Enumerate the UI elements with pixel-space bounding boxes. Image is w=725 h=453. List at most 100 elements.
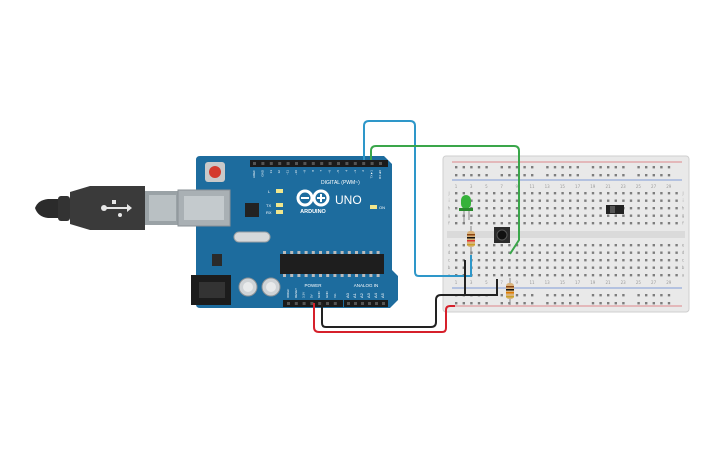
digital-pin-hole[interactable] — [320, 162, 324, 165]
terminal-hole[interactable] — [660, 199, 663, 202]
rail-hole[interactable] — [614, 294, 617, 297]
rail-hole[interactable] — [645, 294, 648, 297]
terminal-hole[interactable] — [531, 222, 534, 225]
terminal-hole[interactable] — [645, 244, 648, 247]
terminal-hole[interactable] — [576, 222, 579, 225]
power-pin-hole[interactable] — [318, 302, 322, 305]
terminal-hole[interactable] — [493, 222, 496, 225]
terminal-hole[interactable] — [622, 192, 625, 195]
terminal-hole[interactable] — [607, 266, 610, 269]
terminal-hole[interactable] — [652, 244, 655, 247]
terminal-hole[interactable] — [455, 222, 458, 225]
tilt-sensor[interactable] — [606, 205, 624, 214]
terminal-hole[interactable] — [515, 214, 519, 217]
terminal-hole[interactable] — [515, 207, 519, 210]
terminal-hole[interactable] — [538, 259, 541, 262]
terminal-hole[interactable] — [652, 251, 655, 254]
terminal-hole[interactable] — [485, 214, 488, 217]
terminal-hole[interactable] — [531, 274, 534, 277]
terminal-hole[interactable] — [531, 244, 534, 247]
terminal-hole[interactable] — [584, 266, 587, 269]
terminal-hole[interactable] — [553, 266, 557, 269]
rail-hole[interactable] — [576, 294, 579, 297]
rail-hole[interactable] — [553, 174, 557, 177]
rail-hole[interactable] — [455, 302, 458, 305]
terminal-hole[interactable] — [508, 266, 511, 269]
terminal-hole[interactable] — [553, 192, 557, 195]
terminal-hole[interactable] — [500, 274, 503, 277]
terminal-hole[interactable] — [576, 251, 579, 254]
terminal-hole[interactable] — [652, 192, 655, 195]
terminal-hole[interactable] — [561, 244, 564, 247]
digital-pin-hole[interactable] — [295, 162, 298, 165]
terminal-hole[interactable] — [546, 192, 549, 195]
rail-hole[interactable] — [569, 174, 572, 177]
power-pin-hole[interactable] — [310, 302, 314, 305]
rail-hole[interactable] — [591, 166, 595, 169]
terminal-hole[interactable] — [614, 222, 617, 225]
rail-hole[interactable] — [645, 174, 648, 177]
terminal-hole[interactable] — [546, 207, 549, 210]
terminal-hole[interactable] — [485, 199, 488, 202]
terminal-hole[interactable] — [637, 214, 640, 217]
terminal-hole[interactable] — [569, 222, 572, 225]
terminal-hole[interactable] — [622, 259, 625, 262]
rail-hole[interactable] — [470, 166, 473, 169]
rail-hole[interactable] — [569, 294, 572, 297]
terminal-hole[interactable] — [607, 259, 610, 262]
rail-hole[interactable] — [561, 294, 564, 297]
rail-hole[interactable] — [591, 294, 595, 297]
terminal-hole[interactable] — [569, 274, 572, 277]
terminal-hole[interactable] — [523, 214, 526, 217]
digital-pin-hole[interactable] — [253, 162, 256, 165]
terminal-hole[interactable] — [553, 274, 557, 277]
terminal-hole[interactable] — [477, 259, 481, 262]
rail-hole[interactable] — [546, 166, 549, 169]
terminal-hole[interactable] — [652, 207, 655, 210]
terminal-hole[interactable] — [584, 192, 587, 195]
rail-hole[interactable] — [576, 166, 579, 169]
terminal-hole[interactable] — [538, 266, 541, 269]
terminal-hole[interactable] — [599, 222, 602, 225]
rail-hole[interactable] — [531, 166, 534, 169]
terminal-hole[interactable] — [477, 274, 481, 277]
terminal-hole[interactable] — [508, 274, 511, 277]
terminal-hole[interactable] — [477, 266, 481, 269]
terminal-hole[interactable] — [508, 259, 511, 262]
terminal-hole[interactable] — [477, 214, 481, 217]
terminal-hole[interactable] — [660, 207, 663, 210]
rail-hole[interactable] — [599, 294, 602, 297]
terminal-hole[interactable] — [485, 192, 488, 195]
terminal-hole[interactable] — [645, 222, 648, 225]
terminal-hole[interactable] — [553, 207, 557, 210]
terminal-hole[interactable] — [462, 192, 465, 195]
terminal-hole[interactable] — [614, 259, 617, 262]
terminal-hole[interactable] — [531, 259, 534, 262]
terminal-hole[interactable] — [622, 214, 625, 217]
terminal-hole[interactable] — [629, 199, 633, 202]
arduino-uno-board[interactable]: ARDUINO UNO DIGITAL (PWM~) L TX RX ON AR… — [177, 156, 398, 308]
terminal-hole[interactable] — [508, 214, 511, 217]
rail-hole[interactable] — [569, 302, 572, 305]
terminal-hole[interactable] — [531, 266, 534, 269]
terminal-hole[interactable] — [599, 214, 602, 217]
rail-hole[interactable] — [553, 166, 557, 169]
terminal-hole[interactable] — [660, 244, 663, 247]
terminal-hole[interactable] — [500, 192, 503, 195]
terminal-hole[interactable] — [493, 244, 496, 247]
rail-hole[interactable] — [637, 174, 640, 177]
resistor-1[interactable] — [467, 226, 475, 255]
terminal-hole[interactable] — [629, 244, 633, 247]
rail-hole[interactable] — [508, 302, 511, 305]
terminal-hole[interactable] — [553, 259, 557, 262]
rail-hole[interactable] — [637, 302, 640, 305]
rail-hole[interactable] — [660, 302, 663, 305]
terminal-hole[interactable] — [675, 214, 678, 217]
rail-hole[interactable] — [485, 174, 488, 177]
rail-hole[interactable] — [614, 174, 617, 177]
terminal-hole[interactable] — [523, 274, 526, 277]
terminal-hole[interactable] — [591, 259, 595, 262]
rail-hole[interactable] — [645, 166, 648, 169]
